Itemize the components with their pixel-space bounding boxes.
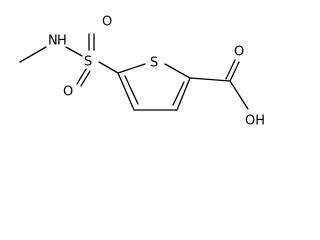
atom-label-h: H bbox=[57, 34, 67, 49]
bond-c-oh bbox=[229, 80, 249, 110]
bond-s-o-bottom-a bbox=[76, 68, 87, 85]
bond-c2-carboxyl-c bbox=[189, 77, 231, 82]
atom-label-sulfonyl-s: S bbox=[84, 55, 92, 70]
atom-label-ring-s: S bbox=[150, 56, 158, 71]
bond-c2-c3 bbox=[176, 77, 191, 111]
bond-c-o-double-b bbox=[225, 59, 236, 80]
atom-label-n: N bbox=[48, 34, 58, 49]
bond-s-o-bottom-b bbox=[80, 70, 91, 87]
chemical-structure-diagram: N H S O O S O OH bbox=[19, 15, 265, 129]
bond-ring-s-c2 bbox=[164, 63, 191, 79]
atom-label-carbonyl-o: O bbox=[234, 45, 244, 60]
atom-label-o-top: O bbox=[102, 15, 112, 30]
bond-c-o-double-a bbox=[229, 61, 240, 82]
bond-n-sulfonyl-s bbox=[65, 46, 83, 57]
atom-label-hydroxyl: OH bbox=[245, 114, 265, 129]
atom-label-o-bottom: O bbox=[63, 85, 73, 100]
bond-c5-ring-s bbox=[117, 63, 146, 74]
bond-sulfonyl-s-c5 bbox=[98, 61, 119, 74]
bond-c2-c3-inner bbox=[172, 81, 185, 106]
bond-c4-c5-inner bbox=[124, 75, 139, 105]
bond-c4-c5 bbox=[117, 72, 135, 111]
bond-methyl-n bbox=[19, 46, 47, 63]
